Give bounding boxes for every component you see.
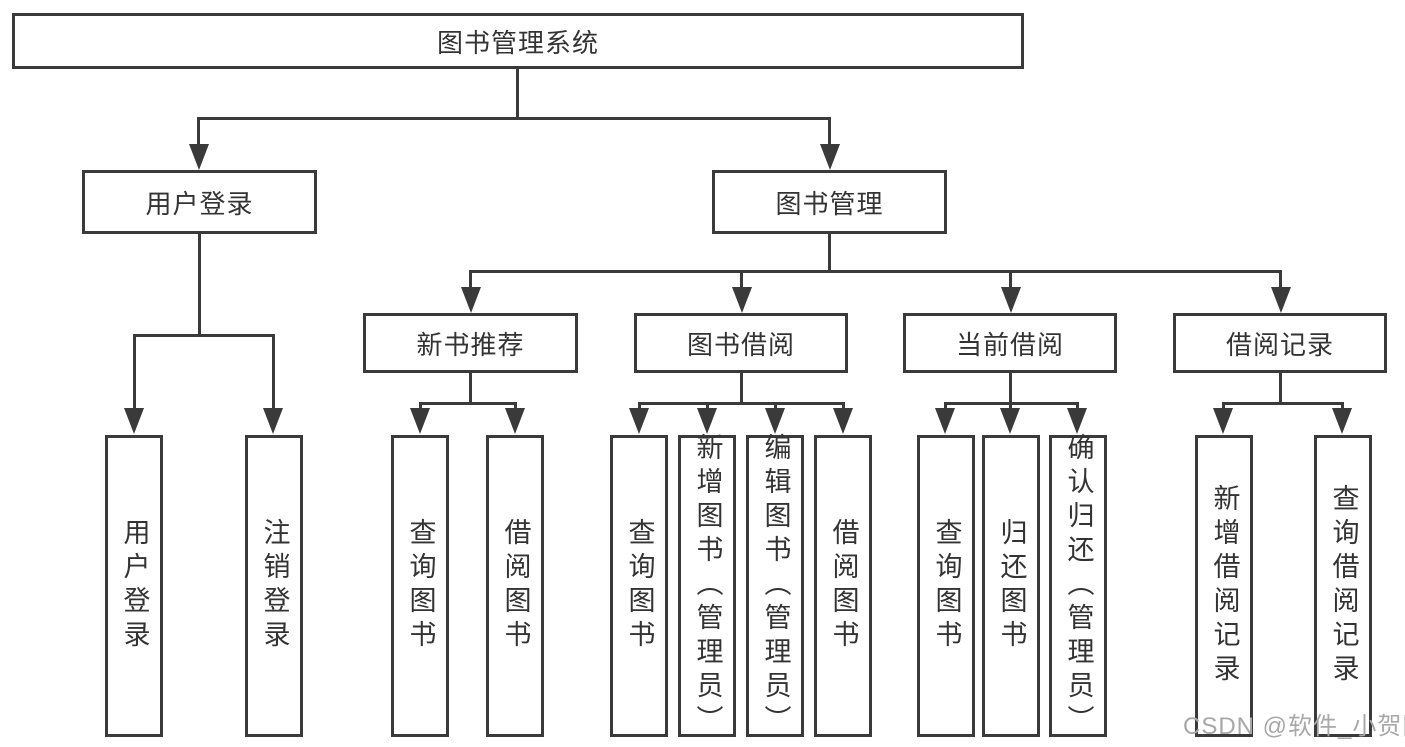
leaf-logout: 注销登录 [245,435,303,737]
arrow-down-icon [410,408,430,434]
connector-line [1279,270,1282,290]
leaf-label: 用户登录 [119,518,150,654]
arrow-down-icon [1271,287,1291,313]
connector-line [272,334,275,410]
arrow-down-icon [732,287,752,313]
arrow-down-icon [833,408,853,434]
connector-line [842,402,845,410]
connector-line [1009,270,1012,290]
node-book-management: 图书管理 [712,170,947,234]
connector-line [1279,373,1282,404]
connector-line [740,270,743,290]
leaf-label: 查询借阅记录 [1328,484,1359,688]
connector-line [514,402,517,410]
connector-line [638,402,641,410]
arrow-down-icon [1067,408,1087,434]
connector-line [419,402,422,410]
arrow-down-icon [263,408,283,434]
node-borrow-records: 借阅记录 [1173,313,1387,373]
arrow-down-icon [765,408,785,434]
leaf-label: 查询图书 [624,518,655,654]
leaf-borrow-books: 借阅图书 [814,435,872,737]
leaf-label: 查询图书 [931,518,962,654]
leaf-return-books: 归还图书 [982,435,1040,737]
arrow-down-icon [461,287,481,313]
connector-line [133,334,275,337]
arrow-down-icon [1213,408,1233,434]
connector-line [469,373,472,404]
connector-line [706,402,709,410]
csdn-watermark: CSDN @软件_小贺同学 [1183,713,1405,740]
arrow-down-icon [629,408,649,434]
leaf-label: 借阅图书 [828,518,859,654]
leaf-query-books-recommend: 查询图书 [391,435,449,737]
connector-line [740,373,743,404]
connector-line [1222,402,1225,410]
leaf-label: 新增借阅记录 [1209,484,1240,688]
leaf-query-books-borrow: 查询图书 [610,435,668,737]
arrow-down-icon [189,144,209,170]
arrow-down-icon [124,408,144,434]
node-root: 图书管理系统 [12,13,1024,69]
arrow-down-icon [1000,408,1020,434]
connector-line [828,117,831,147]
connector-line [1222,402,1344,405]
leaf-label: 查询图书 [405,518,436,654]
node-current-borrow: 当前借阅 [903,313,1117,373]
arrow-down-icon [1332,408,1352,434]
leaf-label: 注销登录 [259,518,290,654]
connector-line [638,402,845,405]
leaf-label: 借阅图书 [500,518,531,654]
leaf-label: 编辑图书（管理员） [760,433,791,739]
node-new-book-recommend: 新书推荐 [363,313,578,373]
connector-line [469,270,1282,273]
leaf-user-login: 用户登录 [105,435,163,737]
leaf-add-borrow-record: 新增借阅记录 [1195,435,1253,737]
connector-line [944,402,947,410]
connector-line [1009,373,1012,404]
connector-line [133,334,136,410]
connector-line [516,69,519,119]
node-user-login: 用户登录 [82,170,317,234]
leaf-label: 新增图书（管理员） [692,433,723,739]
arrow-down-icon [697,408,717,434]
connector-line [198,234,201,337]
connector-line [1009,402,1012,410]
leaf-confirm-return-admin: 确认归还（管理员） [1049,433,1107,739]
connector-line [197,117,831,120]
arrow-down-icon [935,408,955,434]
connector-line [469,270,472,290]
leaf-borrow-books-recommend: 借阅图书 [486,435,544,737]
leaf-edit-books-admin: 编辑图书（管理员） [746,433,804,739]
connector-line [419,402,517,405]
leaf-label: 归还图书 [996,518,1027,654]
leaf-query-borrow-record: 查询借阅记录 [1314,435,1372,737]
arrow-down-icon [820,144,840,170]
node-book-borrow: 图书借阅 [634,313,848,373]
connector-line [197,117,200,147]
connector-line [774,402,777,410]
connector-line [1076,402,1079,410]
connector-line [828,234,831,273]
leaf-add-books-admin: 新增图书（管理员） [678,433,736,739]
arrow-down-icon [1001,287,1021,313]
leaf-label: 确认归还（管理员） [1063,433,1094,739]
connector-line [1341,402,1344,410]
arrow-down-icon [505,408,525,434]
leaf-query-books-current: 查询图书 [917,435,975,737]
